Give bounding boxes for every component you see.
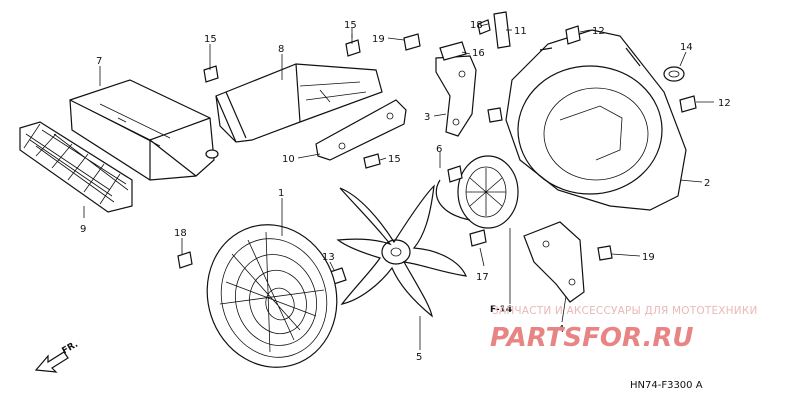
callout-5: 5 [416,352,422,363]
callout-6: 6 [436,144,442,155]
callout-15-lower: 15 [388,154,401,165]
part-19-bolt-upper [403,33,421,51]
front-arrow: FR. [34,340,80,373]
callout-16: 16 [472,48,485,59]
part-11-clip [493,11,511,49]
part-4-lower-stay [523,221,585,303]
callout-11: 11 [514,26,527,37]
part-8-duct-pipe [215,63,383,143]
watermark-tagline: ЗАПЧАСТИ И АКСЕССУАРЫ ДЛЯ МОТОТЕХНИКИ [492,305,758,317]
callout-15-upper-left: 15 [204,34,217,45]
part-19-bolt-lower [597,245,613,261]
part-16-clip [439,41,467,61]
callout-14: 14 [680,42,693,53]
part-5-fan-blade [336,184,467,318]
part-1-fan-guard [206,224,338,368]
callout-1: 1 [278,188,284,199]
callout-10: 10 [282,154,295,165]
part-2-fan-shroud [505,29,687,211]
leader-lines [83,23,714,350]
part-14-clamp [663,66,685,82]
callout-2: 2 [704,178,710,189]
part-15-bolt-top [345,34,361,57]
watermark: ЗАПЧАСТИ И АКСЕССУАРЫ ДЛЯ МОТОТЕХНИКИ PA… [490,305,758,353]
part-15-bolt-lower [363,153,381,169]
part-17-bolt [469,229,487,247]
callout-19-lower: 19 [642,252,655,263]
part-7-air-duct [69,79,219,181]
callout-9: 9 [80,224,86,235]
front-arrow-icon [34,351,69,373]
callout-4: 4 [558,324,564,335]
watermark-logo: PARTSFOR.RU [490,323,693,353]
part-bolt-motor-stay [487,107,503,123]
part-9-mesh-screen [19,121,133,213]
front-arrow-label: FR. [61,340,80,357]
part-15-bolt-upper-left [203,62,219,83]
callout-numbers: 1 2 3 4 5 6 7 8 9 10 11 12 12 13 14 15 1… [80,20,731,363]
part-18-screw-lower [177,251,193,269]
callout-15-top: 15 [344,20,357,31]
diagram-code: HN74-F3300 A [630,380,703,391]
callout-12-right: 12 [718,98,731,109]
callout-17: 17 [476,272,489,283]
callout-19-upper: 19 [372,34,385,45]
callout-8: 8 [278,44,284,55]
callout-13: 13 [322,252,335,263]
callout-7: 7 [96,56,102,67]
reference-label: F-14 [490,305,512,315]
callout-3: 3 [424,112,430,123]
callout-18-upper: 18 [470,20,483,31]
part-10-bracket [315,99,407,161]
callout-12-top: 12 [592,26,605,37]
part-12-screw-right [679,95,697,113]
part-12-screw-top [565,25,581,45]
part-6-fan-motor [435,155,519,229]
callout-18-lower: 18 [174,228,187,239]
part-18-screw-upper [477,19,491,35]
part-3-stay [435,55,477,137]
